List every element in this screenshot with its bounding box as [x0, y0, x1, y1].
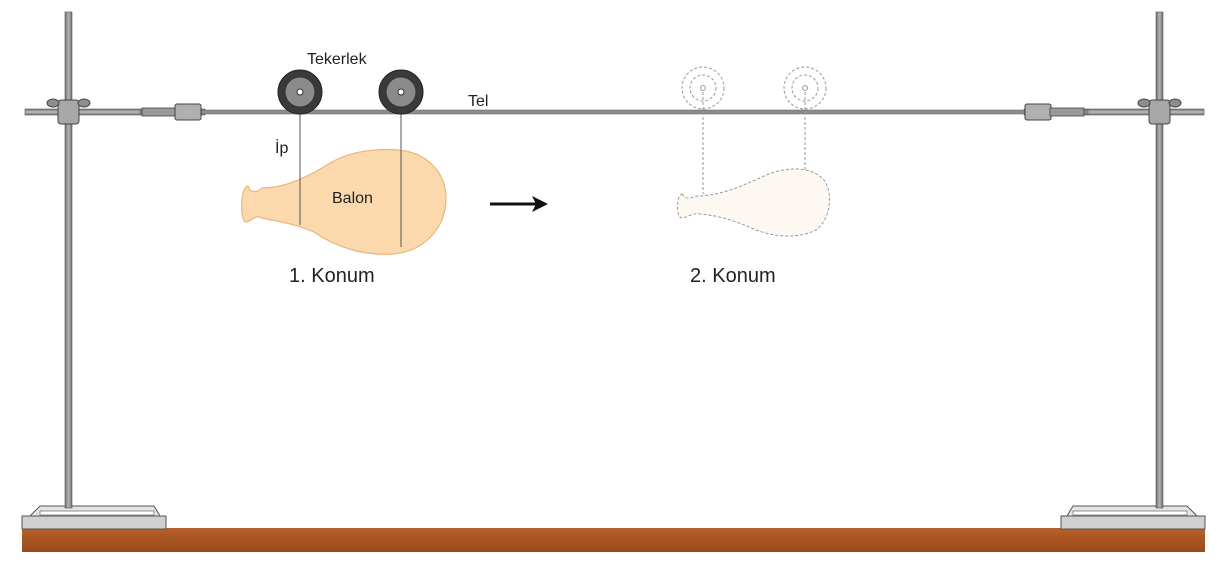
ghost-balloon-position-2: [677, 66, 831, 237]
right-vertical-rod: [1155, 11, 1164, 509]
balloon: [241, 148, 447, 255]
left-clamp: [46, 98, 91, 125]
right-stand-base: [1060, 505, 1206, 530]
position-1-label: 1. Konum: [289, 265, 375, 287]
left-wire-connector: [141, 103, 202, 121]
ghost-wheel-left: [681, 66, 725, 110]
right-wire-connector: [1024, 103, 1085, 121]
right-clamp: [1137, 98, 1182, 125]
left-stand-base: [21, 505, 167, 530]
wheel-label: Tekerlek: [307, 51, 368, 68]
ghost-wheel-right: [783, 66, 827, 110]
string-label: İp: [275, 138, 288, 157]
right-arrow-icon: [490, 196, 548, 212]
position-2-label: 2. Konum: [690, 265, 776, 287]
wheel-left: [277, 69, 323, 115]
table-surface: [22, 528, 1205, 552]
wheel-right: [378, 69, 424, 115]
balloon-label: Balon: [332, 190, 373, 207]
ghost-balloon: [677, 168, 831, 237]
left-vertical-rod: [64, 11, 73, 509]
wire: [139, 109, 1089, 115]
wire-label: Tel: [468, 93, 488, 110]
